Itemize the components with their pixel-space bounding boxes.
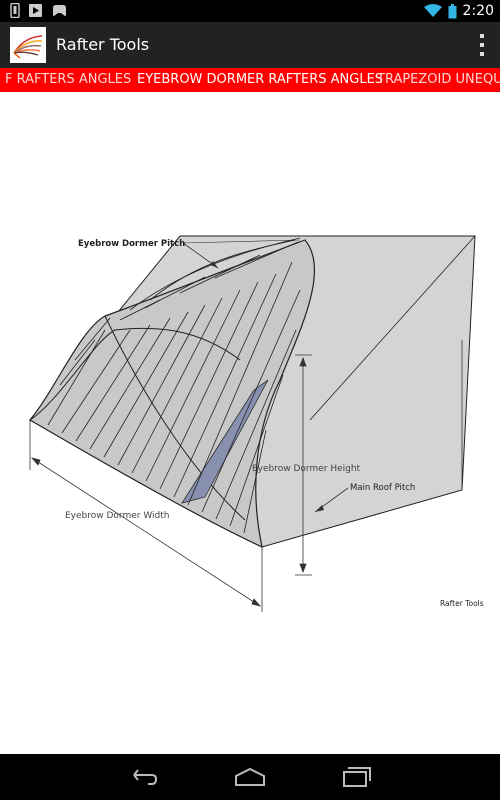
overflow-menu-icon[interactable] — [478, 34, 486, 56]
rafter-hatching — [47, 241, 301, 534]
notification-icons — [10, 3, 68, 18]
label-main-roof-pitch: Main Roof Pitch — [350, 483, 415, 493]
phone-icon — [10, 3, 20, 18]
tab-strip[interactable]: F RAFTERS ANGLES EYEBROW DORMER RAFTERS … — [0, 68, 500, 92]
content-area: Eyebrow Dormer Pitch Eyebrow Dormer Heig… — [0, 92, 500, 754]
width-dimension — [29, 420, 263, 612]
eyebrow-dormer-diagram: Eyebrow Dormer Pitch Eyebrow Dormer Heig… — [29, 235, 484, 612]
navigation-bar — [0, 754, 500, 800]
battery-icon — [448, 3, 457, 18]
wifi-icon — [423, 4, 442, 17]
label-dormer-height: Eyebrow Dormer Height — [252, 464, 361, 474]
feather-icon[interactable] — [10, 27, 46, 63]
tab-eyebrow-dormer[interactable]: EYEBROW DORMER RAFTERS ANGLES — [137, 72, 384, 87]
back-icon[interactable] — [124, 762, 164, 792]
tab-rafters-angles[interactable]: F RAFTERS ANGLES — [5, 72, 132, 87]
recents-icon[interactable] — [336, 762, 376, 792]
game-icon — [53, 5, 66, 16]
label-credit: Rafter Tools — [440, 599, 484, 608]
label-dormer-pitch: Eyebrow Dormer Pitch — [78, 239, 185, 249]
label-dormer-width: Eyebrow Dormer Width — [65, 511, 169, 521]
status-bar: 2:20 — [0, 0, 500, 22]
home-icon[interactable] — [230, 762, 270, 792]
system-indicators: 2:20 — [423, 0, 494, 22]
action-bar: Rafter Tools — [0, 22, 500, 68]
media-icon — [29, 4, 42, 17]
clock: 2:20 — [462, 3, 494, 19]
height-dimension — [295, 354, 312, 576]
app-title: Rafter Tools — [56, 35, 150, 54]
tab-trapezoid[interactable]: TRAPEZOID UNEQU — [377, 72, 500, 87]
